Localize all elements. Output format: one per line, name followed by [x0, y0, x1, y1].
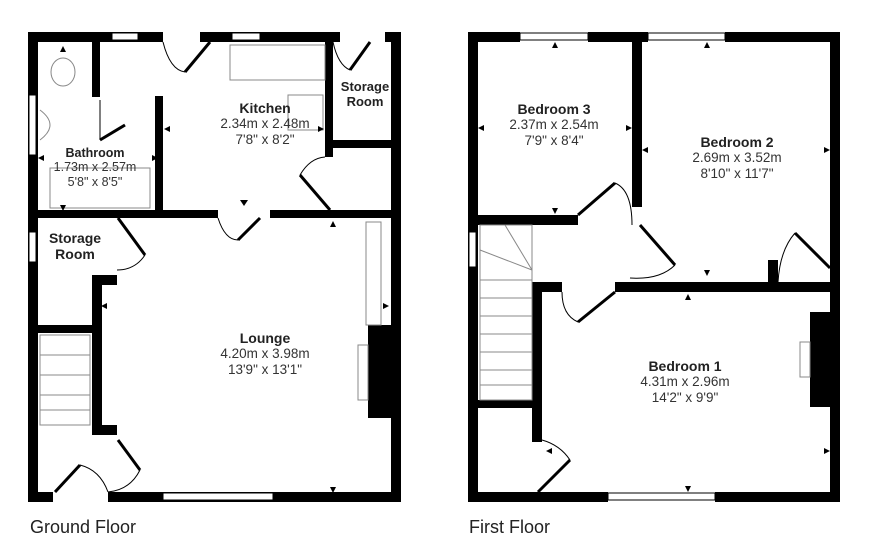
- ground-floor-fixtures: [39, 44, 382, 426]
- room-imperial: 8'10" x 11'7": [700, 165, 774, 181]
- room-metric: 2.37m x 2.54m: [509, 117, 599, 133]
- room-metric: 1.73m x 2.57m: [53, 160, 137, 175]
- room-metric: 2.69m x 3.52m: [692, 150, 782, 166]
- ground-floor-doors: [53, 41, 372, 494]
- room-label-lounge: Lounge 4.20m x 3.98m 13'9" x 13'1": [180, 330, 350, 377]
- first-floor-caption: First Floor: [469, 517, 550, 537]
- room-imperial: 7'9" x 8'4": [524, 132, 584, 148]
- room-name: Bedroom 2: [700, 134, 774, 150]
- first-floor-fixtures: [479, 224, 811, 401]
- ground-floor-caption: Ground Floor: [30, 517, 137, 537]
- room-name: Lounge: [239, 330, 291, 346]
- first-floor-doors: [536, 181, 832, 494]
- ground-floor-windows: [28, 32, 274, 501]
- room-imperial: 13'9" x 13'1": [227, 361, 303, 377]
- first-floor-door-swings: [541, 182, 796, 461]
- room-name: Storage Room: [48, 230, 102, 263]
- room-metric: 4.20m x 3.98m: [220, 346, 310, 362]
- room-label-storage-room-lower: Storage Room: [36, 230, 114, 262]
- dimension-arrows: [38, 42, 830, 493]
- room-name: Bathroom: [65, 146, 125, 160]
- room-metric: 4.31m x 2.96m: [640, 374, 730, 390]
- first-floor-windows: [468, 32, 726, 501]
- room-label-bedroom-2: Bedroom 2 2.69m x 3.52m 8'10" x 11'7": [652, 134, 822, 181]
- room-name: Bedroom 3: [517, 101, 591, 117]
- room-imperial: 5'8" x 8'5": [67, 174, 123, 189]
- room-label-kitchen: Kitchen 2.34m x 2.48m 7'8" x 8'2": [200, 100, 330, 147]
- room-label-bathroom: Bathroom 1.73m x 2.57m 5'8" x 8'5": [40, 146, 150, 189]
- ground-floor-door-swings: [79, 41, 351, 493]
- room-name: Bedroom 1: [648, 358, 722, 374]
- room-imperial: 7'8" x 8'2": [235, 131, 295, 147]
- room-metric: 2.34m x 2.48m: [220, 116, 310, 132]
- room-label-storage-room-upper: Storage Room: [335, 79, 395, 110]
- room-name: Storage Room: [340, 79, 390, 109]
- room-label-bedroom-1: Bedroom 1 4.31m x 2.96m 14'2" x 9'9": [600, 358, 770, 405]
- room-label-bedroom-3: Bedroom 3 2.37m x 2.54m 7'9" x 8'4": [488, 101, 620, 148]
- room-name: Kitchen: [239, 100, 291, 116]
- room-imperial: 14'2" x 9'9": [651, 389, 719, 405]
